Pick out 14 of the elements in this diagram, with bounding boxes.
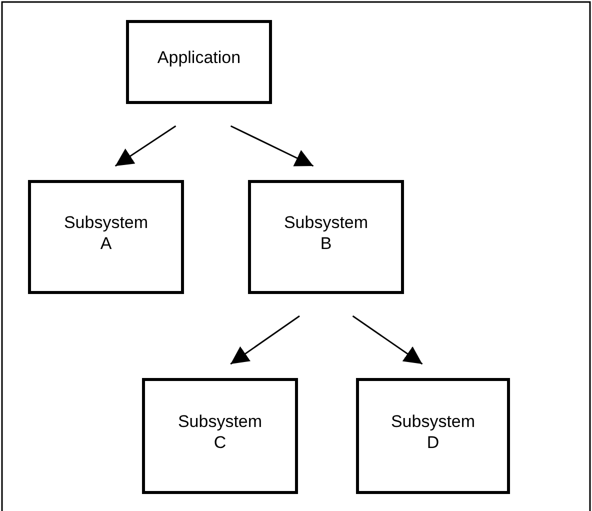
- box-label: Subsystem D: [390, 410, 476, 454]
- subsystem-box: [28, 180, 184, 294]
- box-label: Subsystem A: [62, 212, 150, 254]
- arrow: [114, 125, 176, 167]
- application-box: [126, 20, 272, 104]
- subsystem-box: [248, 180, 404, 294]
- arrow: [352, 315, 423, 365]
- box-label: Subsystem C: [176, 410, 264, 454]
- subsystem-box: [142, 378, 298, 494]
- arrow: [230, 315, 300, 365]
- subsystem-box: [356, 378, 510, 494]
- arrow: [230, 125, 314, 167]
- box-label: Application: [157, 47, 241, 69]
- box-label: Subsystem B: [282, 212, 370, 254]
